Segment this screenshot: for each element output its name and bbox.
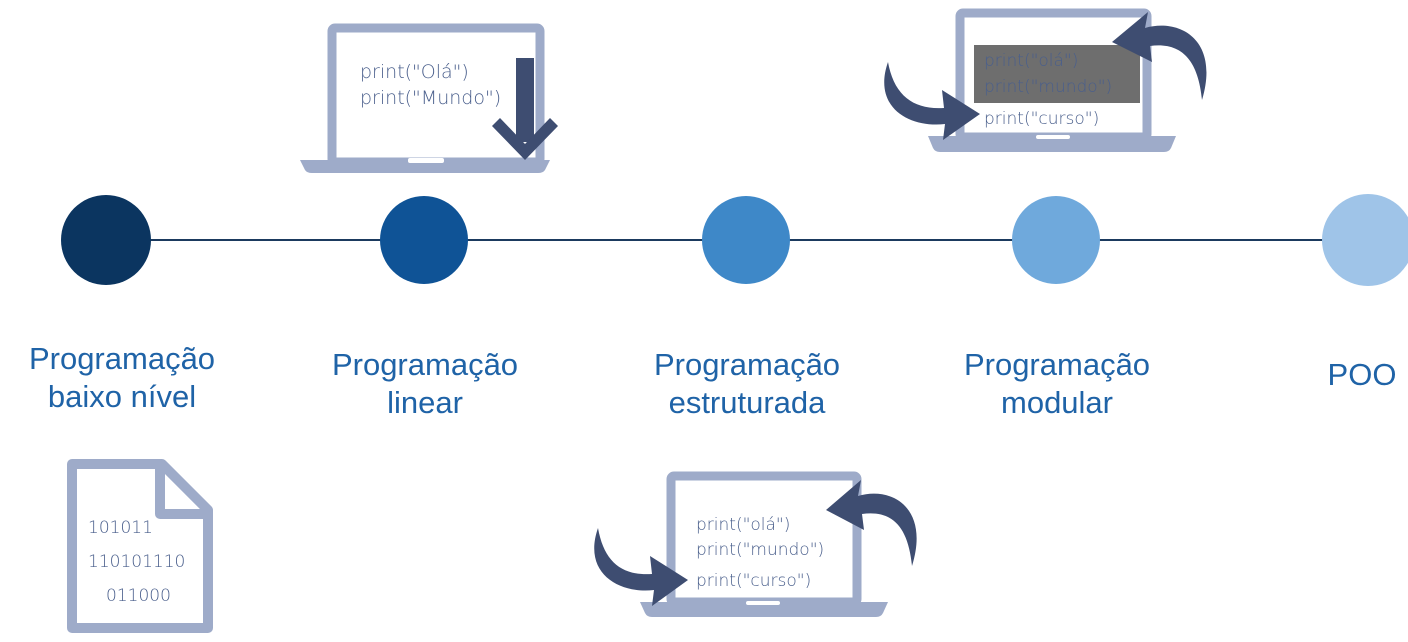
node-modular bbox=[1012, 196, 1100, 284]
stage-label-modular: Programação modular bbox=[932, 346, 1182, 422]
stage-label-line: Programação bbox=[653, 347, 841, 382]
node-baixo-nivel bbox=[61, 195, 151, 285]
stage-label-line: Programação bbox=[963, 347, 1151, 382]
modular-laptop-icon: print("olá") print("mundo") print("curso… bbox=[884, 8, 1207, 152]
modular-code-line-3: print("curso") bbox=[984, 109, 1099, 129]
stage-label-line: linear bbox=[387, 385, 463, 420]
structured-code-line-1: print("olá") bbox=[696, 515, 790, 535]
curved-arrow-left-icon bbox=[1112, 12, 1207, 100]
stage-label-line: Programação bbox=[331, 347, 519, 382]
curved-arrow-right-icon bbox=[884, 62, 980, 140]
binary-file-icon: 101011 110101110 011000 bbox=[67, 459, 213, 633]
stage-label-linear: Programação linear bbox=[300, 346, 550, 422]
stage-label-poo: POO bbox=[1318, 356, 1406, 394]
arrow-down-icon bbox=[492, 58, 558, 160]
linear-laptop-icon: print("Olá") print("Mundo") bbox=[300, 23, 558, 173]
curved-arrow-right-icon bbox=[594, 528, 688, 606]
node-linear bbox=[380, 196, 468, 284]
structured-code-line-2: print("mundo") bbox=[696, 540, 824, 560]
modular-code-line-1: print("olá") bbox=[984, 51, 1078, 71]
curved-arrow-left-icon bbox=[826, 480, 917, 566]
binary-line-1: 101011 bbox=[88, 518, 153, 538]
node-poo bbox=[1322, 194, 1408, 286]
stage-label-baixo-nivel: Programação baixo nível bbox=[0, 340, 244, 416]
stage-label-line: Programação bbox=[28, 341, 216, 376]
binary-line-2: 110101110 bbox=[88, 552, 185, 572]
highlight-block bbox=[974, 45, 1140, 103]
modular-code-line-2: print("mundo") bbox=[984, 77, 1112, 97]
stage-label-line: modular bbox=[1001, 385, 1113, 420]
stage-label-estruturada: Programação estruturada bbox=[622, 346, 872, 422]
stage-label-line: baixo nível bbox=[47, 379, 197, 414]
binary-line-3: 011000 bbox=[106, 586, 171, 606]
linear-code-line-2: print("Mundo") bbox=[360, 87, 501, 109]
structured-laptop-icon: print("olá") print("mundo") print("curso… bbox=[594, 471, 917, 617]
node-estruturada bbox=[702, 196, 790, 284]
stage-label-line: estruturada bbox=[668, 385, 826, 420]
structured-code-line-3: print("curso") bbox=[696, 571, 811, 591]
linear-code-line-1: print("Olá") bbox=[360, 61, 469, 83]
stage-label-line: POO bbox=[1327, 357, 1397, 392]
